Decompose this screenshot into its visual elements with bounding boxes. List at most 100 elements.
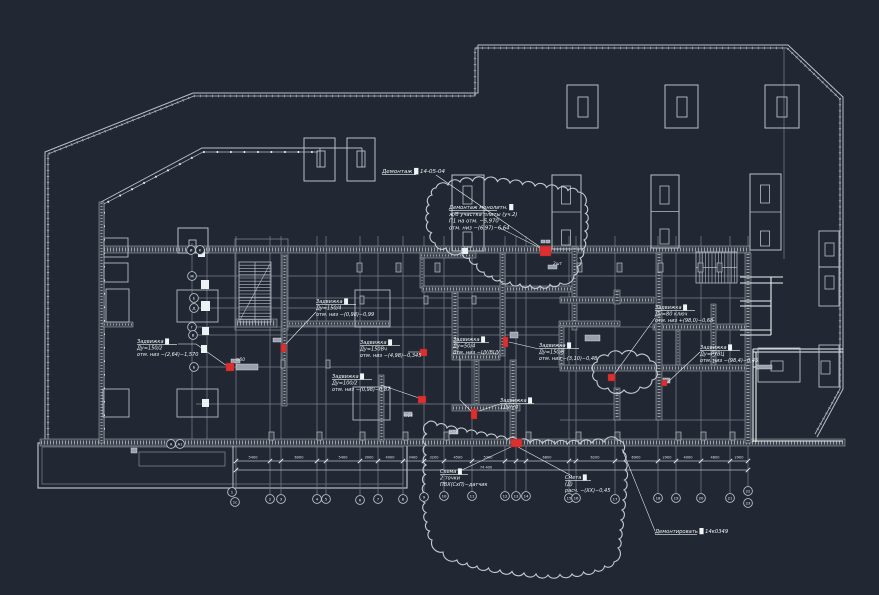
grid-bubble-bottom[interactable]	[419, 492, 429, 502]
grid-bubble-left[interactable]	[189, 362, 199, 372]
marker-e[interactable]	[502, 336, 509, 348]
grid-bubble-bottom[interactable]	[521, 491, 531, 501]
dimension-tick	[745, 467, 751, 473]
dimension-tick	[421, 458, 427, 464]
annotation-text: Задвижка █	[655, 304, 687, 311]
grid-bubble-bottom[interactable]	[439, 491, 449, 501]
dimension-text: 5400	[339, 456, 348, 460]
marker-a[interactable]	[539, 245, 552, 257]
site-boundary-inner	[47, 47, 841, 441]
pylon-core	[659, 228, 670, 245]
grid-bubble-bottom[interactable]	[743, 486, 753, 496]
grid-bubble-bottom[interactable]	[355, 495, 365, 505]
leader-line	[621, 448, 656, 532]
pylon-outline	[346, 137, 376, 182]
grid-bubble-bottom[interactable]	[696, 493, 706, 503]
wall-segment	[499, 252, 506, 357]
grid-bubble-bottom[interactable]	[276, 494, 286, 504]
grid-bubble-bottom[interactable]	[511, 491, 521, 501]
grid-bubble-bottom[interactable]	[653, 493, 663, 503]
column-box	[176, 388, 219, 418]
grid-bubble-bottom-label: 16	[574, 496, 579, 501]
wall-segment	[281, 254, 288, 407]
grid-bubble-left[interactable]	[189, 303, 199, 313]
grid-bubble-bottom[interactable]	[230, 497, 240, 507]
room-core	[824, 242, 835, 257]
column-marker	[700, 431, 707, 441]
annotation-text: отм. низ −(6,97)−6,64	[449, 225, 509, 231]
grid-bubble-bottom[interactable]	[743, 498, 753, 508]
marker-j[interactable]	[661, 379, 668, 387]
grid-bubble-bottom[interactable]	[265, 494, 275, 504]
room-core	[820, 360, 831, 375]
grid-bubble-left[interactable]	[195, 245, 205, 255]
wall-segment	[675, 329, 681, 366]
column-marker	[359, 295, 365, 305]
detail-bar	[584, 334, 601, 342]
annotation-text: Ду=50/4	[452, 344, 475, 350]
grid-bubble-bottom[interactable]	[571, 493, 581, 503]
grid-bubble-bottom[interactable]	[610, 494, 620, 504]
grid-bubble-bottom-label: 23	[746, 501, 751, 506]
marker-f[interactable]	[470, 408, 478, 420]
dimension-tick	[673, 458, 679, 464]
marker-h[interactable]	[417, 395, 427, 404]
column-marker	[729, 431, 736, 441]
grid-bubble-bottom-label: 3	[280, 497, 283, 502]
grid-bubble-bottom-label: 10	[442, 494, 447, 499]
grid-bubble-left[interactable]	[175, 439, 185, 449]
pylon-outline	[764, 84, 800, 129]
grid-bubble-bottom[interactable]	[227, 487, 237, 497]
dimension-tick	[323, 458, 329, 464]
marker-g[interactable]	[510, 438, 523, 448]
annotation-text: расч. −(ХХ)−0,45	[564, 488, 610, 494]
annotation-text: Задвижка █	[539, 342, 571, 349]
dimension-text: 6000	[295, 456, 304, 460]
grid-bubble-bottom[interactable]	[321, 494, 331, 504]
pile-marker	[201, 301, 210, 311]
grid-bubble-bottom-label: 21	[728, 496, 733, 501]
wall-segment	[558, 320, 621, 327]
pylon-core	[462, 231, 473, 248]
dimension-text: 3200	[430, 456, 439, 460]
dimension-text: 6800	[543, 456, 552, 460]
marker-c[interactable]	[280, 343, 287, 353]
column-marker	[675, 431, 682, 441]
grid-bubble-left[interactable]	[189, 293, 199, 303]
pile-marker	[202, 399, 209, 407]
marker-d[interactable]	[419, 348, 428, 357]
marker-b[interactable]	[225, 362, 235, 372]
dimension-tick	[745, 458, 751, 464]
annotation-text: 2 точки	[440, 476, 461, 482]
pile-marker	[201, 345, 207, 353]
column-marker	[575, 431, 582, 441]
dimension-tick	[523, 458, 529, 464]
annotation-text: Задвижка █	[137, 338, 169, 345]
grid-bubble-bottom[interactable]	[671, 493, 681, 503]
column-marker	[325, 359, 331, 369]
grid-bubble-bottom[interactable]	[500, 491, 510, 501]
grid-bubble-bottom[interactable]	[467, 491, 477, 501]
dimension-tick	[566, 458, 572, 464]
marker-i[interactable]	[607, 373, 616, 382]
column-marker	[443, 431, 450, 441]
pile-marker	[201, 280, 209, 289]
annotation-text: (Д)	[565, 482, 573, 488]
grid-bubble-bottom[interactable]	[725, 493, 735, 503]
grid-bubble-left[interactable]	[188, 330, 198, 340]
bottom-slab-band	[39, 438, 846, 447]
grid-bubble-left[interactable]	[187, 271, 197, 281]
grid-bubble-bottom[interactable]	[398, 494, 408, 504]
leader-line	[478, 403, 501, 412]
dimension-text: 5400	[249, 456, 258, 460]
detail-bar	[509, 331, 519, 339]
leader-line	[612, 317, 656, 377]
stair-shaft	[234, 238, 289, 331]
wall-segment	[710, 303, 717, 366]
column-marker	[471, 295, 477, 305]
column-marker	[657, 262, 664, 273]
grid-bubble-bottom-label: 6	[359, 498, 362, 503]
annotation-text: отм. низ −ЦУ/ВЦУ	[453, 350, 501, 356]
grid-bubble-bottom[interactable]	[373, 494, 383, 504]
